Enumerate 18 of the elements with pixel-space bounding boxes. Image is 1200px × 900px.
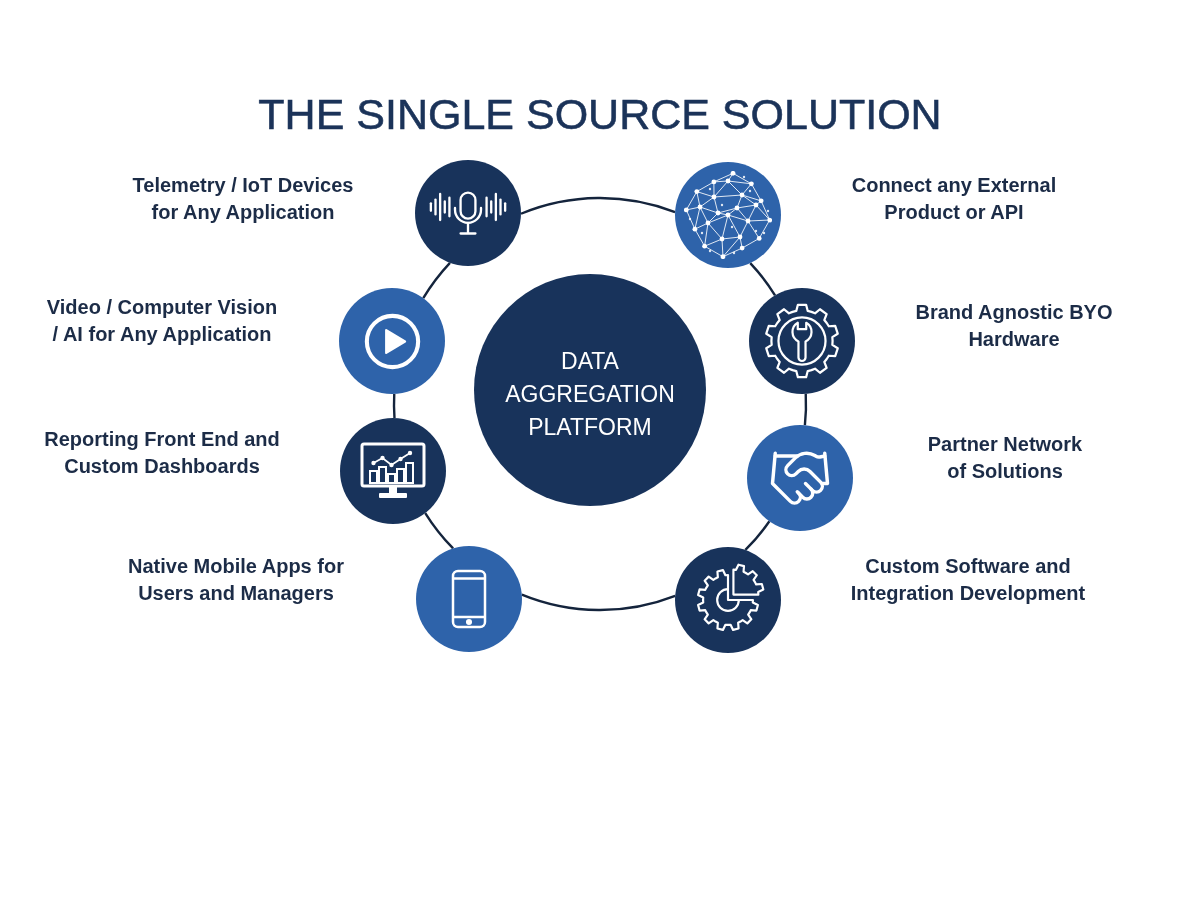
feature-caption: Telemetry / IoT Devices for Any Application — [131, 173, 355, 225]
feature-caption: Brand Agnostic BYO Hardware — [914, 300, 1114, 352]
ring-connector — [521, 593, 676, 612]
ring-connector — [392, 393, 396, 419]
feature-caption: Reporting Front End and Custom Dashboards — [43, 427, 281, 479]
ring-connector — [424, 512, 454, 550]
ring-connector — [749, 262, 777, 297]
ring-connector — [803, 393, 808, 426]
ring-connector — [744, 520, 771, 551]
feature-caption: Custom Software and Integration Development — [849, 554, 1087, 606]
ring-connector — [520, 196, 676, 215]
feature-caption: Native Mobile Apps for Users and Managers — [127, 554, 345, 606]
feature-caption: Connect any External Product or API — [850, 173, 1058, 225]
ring-connector — [422, 262, 451, 299]
feature-caption: Video / Computer Vision / AI for Any Application — [45, 295, 279, 347]
diagram-title: THE SINGLE SOURCE SOLUTION — [258, 93, 942, 136]
feature-caption: Partner Network of Solutions — [926, 432, 1084, 484]
platform-label: DATA AGGREGATION PLATFORM — [504, 346, 676, 442]
